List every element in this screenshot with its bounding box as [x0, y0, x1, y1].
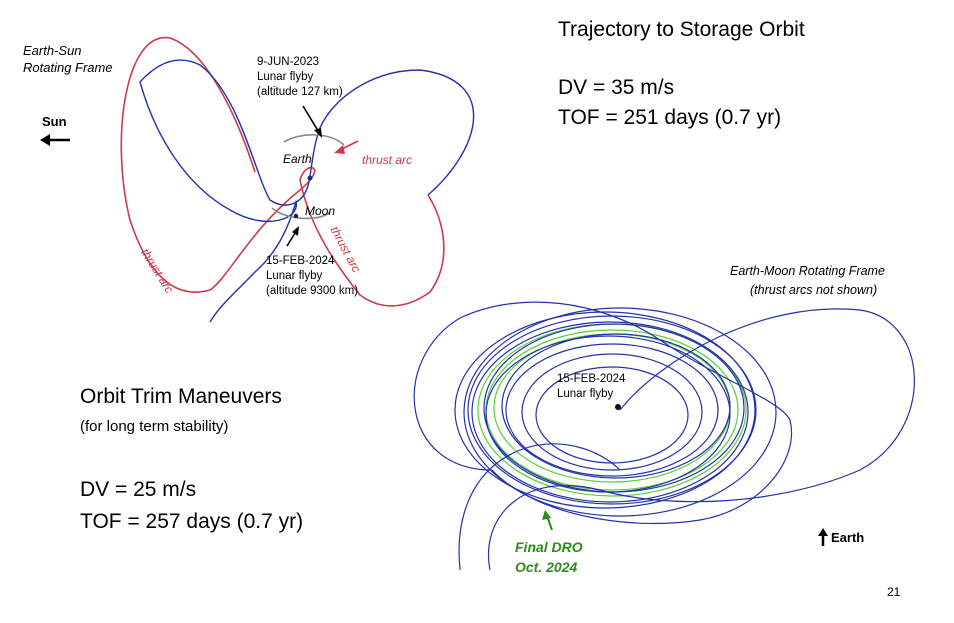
trajectory-blue-path [139, 59, 475, 323]
dro-outer-loop-left [413, 301, 793, 525]
flyby1-desc: Lunar flyby [257, 71, 314, 83]
earth-moon-frame-line2: (thrust arcs not shown) [750, 283, 878, 297]
lunar-orbit-arc-top [283, 134, 345, 146]
earth-sun-frame-line2: Rotating Frame [23, 60, 113, 75]
final-dro-line1: Final DRO [515, 539, 583, 555]
flyby1-date: 9-JUN-2023 [257, 56, 319, 68]
dro-outer-loop-right [488, 308, 915, 571]
trajectory-dv: DV = 35 m/s [558, 76, 675, 99]
flyby3-annotation: 15-FEB-2024 Lunar flyby [557, 372, 625, 402]
moon-label: Moon [305, 204, 336, 218]
final-dro-arrow-head [542, 510, 551, 520]
flyby3-desc: Lunar flyby [557, 388, 614, 400]
final-dro-line2: Oct. 2024 [515, 559, 578, 575]
earth-label: Earth [283, 152, 312, 166]
flyby2-date: 15-FEB-2024 [266, 255, 335, 267]
flyby2-arrow-head [292, 226, 299, 236]
thrust-arc-left-path [120, 37, 301, 293]
trajectory-title: Trajectory to Storage Orbit [558, 18, 805, 41]
flyby1-alt: (altitude 127 km) [257, 86, 343, 98]
thrust-arc-arrow-head [334, 145, 345, 154]
dro-outer-loop-bottom [458, 443, 621, 571]
earth-sun-frame-label: Earth-Sun Rotating Frame [23, 42, 113, 76]
flyby1-arrow-head [314, 128, 322, 138]
earth-moon-frame-label: Earth-Moon Rotating Frame (thrust arcs n… [730, 262, 885, 300]
earth-moon-frame-line1: Earth-Moon Rotating Frame [730, 264, 885, 278]
thrust-arc-right-path [299, 166, 445, 307]
trim-subtitle: (for long term stability) [80, 418, 229, 435]
flyby2-alt: (altitude 9300 km) [266, 285, 359, 297]
page-number: 21 [887, 585, 901, 599]
flyby1-annotation: 9-JUN-2023 Lunar flyby (altitude 127 km) [257, 55, 343, 100]
trajectory-tof: TOF = 251 days (0.7 yr) [558, 106, 782, 129]
thrust-arc-label-top: thrust arc [362, 153, 413, 167]
earth-dir-arrow-head [818, 528, 828, 536]
flyby2-desc: Lunar flyby [266, 270, 323, 282]
moon-dot [293, 213, 299, 219]
earth-dot [307, 175, 313, 181]
sun-label: Sun [42, 114, 67, 129]
trim-tof: TOF = 257 days (0.7 yr) [80, 510, 304, 533]
earth-direction-label: Earth [831, 530, 865, 545]
trim-dv: DV = 25 m/s [80, 478, 197, 501]
trim-title: Orbit Trim Maneuvers [80, 385, 282, 408]
sun-arrow-head [40, 134, 50, 146]
flyby2-annotation: 15-FEB-2024 Lunar flyby (altitude 9300 k… [266, 254, 358, 299]
earth-moon-trajectory-diagram [413, 301, 915, 571]
lunar-orbit-arc-bottom [271, 207, 331, 220]
earth-sun-frame-line1: Earth-Sun [23, 43, 82, 58]
lunar-flyby-point [615, 404, 621, 410]
flyby3-date: 15-FEB-2024 [557, 373, 626, 385]
final-dro-label: Final DRO Oct. 2024 [515, 537, 583, 577]
